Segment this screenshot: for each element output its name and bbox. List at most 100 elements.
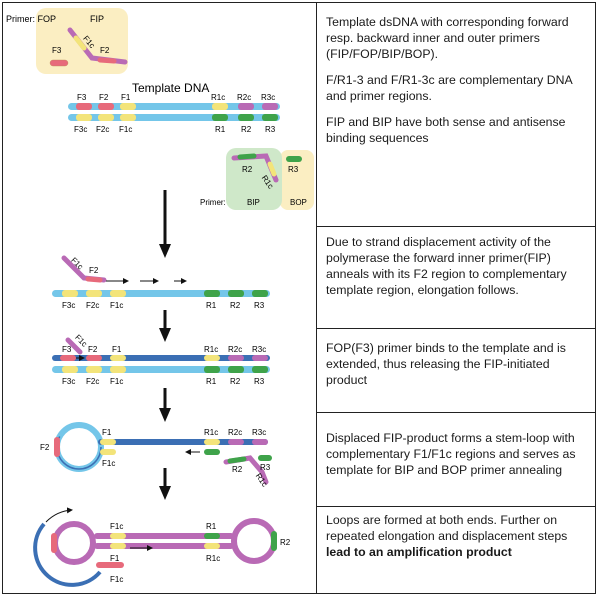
fip-label: FIP [90, 14, 104, 24]
step-arrow-4-head [159, 486, 171, 500]
label-f1c: F1c [119, 125, 132, 134]
step-arrow-3-head [159, 408, 171, 422]
step3-f2c-label: F2c [86, 377, 99, 386]
step3-f2 [86, 355, 102, 361]
step5-f1-bottom [110, 543, 126, 549]
step3-r2 [228, 366, 244, 373]
label-r3c: R3c [261, 93, 275, 102]
region-f3 [76, 103, 92, 110]
region-r1c [212, 103, 228, 110]
step3-f3c-label: F3c [62, 377, 75, 386]
step5-r1 [204, 533, 220, 539]
step3-r1 [204, 366, 220, 373]
region-f1 [120, 103, 136, 110]
step3-fip-flap [65, 337, 83, 355]
region-r2 [238, 114, 254, 121]
step5-r1c [204, 543, 220, 549]
fop-primer-f3 [49, 59, 69, 67]
step4-r1 [204, 449, 220, 455]
step3-f1c-label: F1c [110, 377, 123, 386]
step3-r2c [228, 355, 244, 361]
row-divider-2 [316, 328, 596, 329]
step2-f3c [62, 290, 78, 297]
step-5-bold-conclusion: lead to an amplification product [326, 545, 512, 559]
step5-f1c-top [110, 533, 126, 539]
step5-stem-bottom [94, 543, 234, 549]
label-f1: F1 [121, 93, 131, 102]
step3-r1-label: R1 [206, 377, 217, 386]
step3-r1c-label: R1c [204, 345, 218, 354]
step2-f3c-label: F3c [62, 301, 75, 310]
step4-r1c-label: R1c [204, 428, 218, 437]
step3-r3c-label: R3c [252, 345, 266, 354]
label-r3: R3 [265, 125, 276, 134]
step5-right-loop [231, 518, 277, 564]
step4-bip-r2 [227, 456, 247, 464]
row-divider-1 [316, 226, 596, 227]
step2-r3-label: R3 [254, 301, 265, 310]
step2-f2-label: F2 [89, 266, 99, 275]
fip-f2-label: F2 [100, 46, 110, 55]
step5-r1-label: R1 [206, 522, 217, 531]
step-1-text: Template dsDNA with corresponding forwar… [326, 14, 588, 156]
step-5-text: Loops are formed at both ends. Further o… [326, 512, 588, 570]
step2-r2-label: R2 [230, 301, 241, 310]
step4-r1c [204, 439, 220, 445]
label-f3c: F3c [74, 125, 87, 134]
step-4-text: Displaced FIP-product forms a stem-loop … [326, 430, 588, 488]
bop-background [280, 150, 314, 210]
step3-fop-f3 [60, 355, 76, 361]
step5-f1c-bottom-label: F1c [110, 575, 123, 584]
bip-r1c-region [267, 161, 277, 177]
step4-r3-label: R3 [260, 463, 271, 472]
step3-r2c-label: R2c [228, 345, 242, 354]
step4-r2-label: R2 [232, 465, 243, 474]
step5-r2-label: R2 [280, 538, 291, 547]
step4-r2c [228, 439, 244, 445]
step3-r3-label: R3 [254, 377, 265, 386]
fip-f2-region [97, 57, 117, 64]
label-r2c: R2c [237, 93, 251, 102]
step5-r1c-label: R1c [206, 554, 220, 563]
row-divider-4 [316, 506, 596, 507]
step2-f2c [86, 290, 102, 297]
region-r2c [238, 103, 254, 110]
step4-stem-strand [98, 439, 268, 445]
step-arrow-2-head [159, 328, 171, 342]
region-f2 [98, 103, 114, 110]
primer-fop-label: Primer: FOP [6, 14, 56, 24]
label-f3: F3 [77, 93, 87, 102]
step4-r1c-bip-label: R1c [254, 472, 270, 489]
step-4-paragraph-1: Displaced FIP-product forms a stem-loop … [326, 431, 576, 477]
step-3-paragraph-1: FOP(F3) primer binds to the template and… [326, 341, 566, 387]
step-1-paragraph-3: FIP and BIP have both sense and antisens… [326, 115, 566, 145]
label-r1c: R1c [211, 93, 225, 102]
step3-r3c [252, 355, 268, 361]
primer-bip-prefix: Primer: [200, 198, 226, 207]
step4-f1c-label: F1c [102, 459, 115, 468]
step4-r2c-label: R2c [228, 428, 242, 437]
step5-f3-bottom [96, 562, 124, 568]
step3-r2-label: R2 [230, 377, 241, 386]
step2-r2 [228, 290, 244, 297]
bip-label: BIP [247, 198, 260, 207]
step-5-sentence: Loops are formed at both ends. Further o… [326, 513, 568, 543]
template-dna-title: Template DNA [132, 81, 209, 95]
step3-f3c [62, 366, 78, 373]
region-f3c [76, 114, 92, 121]
step3-f1-label: F1 [112, 345, 122, 354]
region-f1c [120, 114, 136, 121]
step4-r3c-label: R3c [252, 428, 266, 437]
step5-left-loop [52, 521, 96, 565]
step4-f1c [100, 449, 116, 455]
region-f2c [98, 114, 114, 121]
step-2-text: Due to strand displacement activity of t… [326, 234, 588, 308]
step3-f1 [110, 355, 126, 361]
bop-primer-r3 [286, 156, 302, 162]
bip-r2-region [237, 153, 257, 160]
step2-r1 [204, 290, 220, 297]
bip-r2-label: R2 [242, 165, 253, 174]
bop-label: BOP [290, 198, 307, 207]
